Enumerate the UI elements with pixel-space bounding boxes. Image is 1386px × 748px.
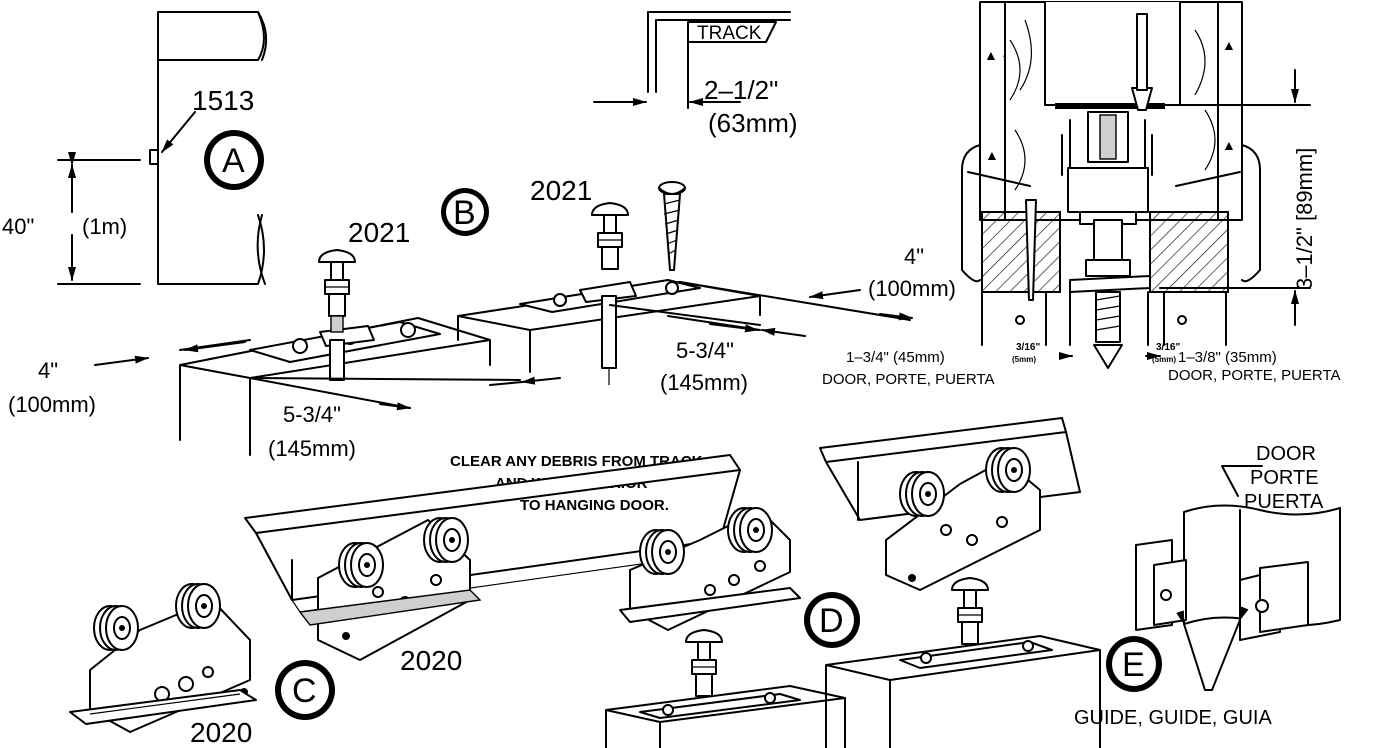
door-d-right <box>825 635 1101 748</box>
step-d: D <box>605 417 1101 748</box>
svg-text:▲: ▲ <box>1222 137 1236 153</box>
step-c: 2020 C 2020 <box>69 454 741 748</box>
right-gap-imperial: 3/16" <box>1156 342 1180 353</box>
track-d <box>819 417 1067 463</box>
trolley-d-loose <box>619 507 801 631</box>
right-door-caption: DOOR, PORTE, PUERTA <box>1168 367 1341 384</box>
part-label-2021-right: 2021 <box>530 175 592 206</box>
height-imperial: 40" <box>2 214 34 239</box>
track-offset-imperial: 2–1/2" <box>704 75 778 105</box>
trolley-loose <box>69 583 257 733</box>
trolley-mounted <box>298 517 482 661</box>
right-width-metric: (145mm) <box>660 370 748 395</box>
track-label: TRACK <box>697 23 762 44</box>
door-label-es: PUERTA <box>1244 491 1324 513</box>
step-a: 1513 A 40" (1m) <box>2 11 268 285</box>
left-gap-imperial: 3/16" <box>1016 342 1040 353</box>
right-depth-metric: (100mm) <box>868 276 956 301</box>
left-door-thickness: 1–3/4" (45mm) <box>846 349 945 366</box>
wood-screw <box>658 181 686 271</box>
right-door-thickness: 1–3/8" (35mm) <box>1178 349 1277 366</box>
svg-text:▲: ▲ <box>985 147 999 163</box>
right-hanger-bolt <box>591 202 629 270</box>
right-width-imperial: 5-3/4" <box>676 338 734 363</box>
door-label-fr: PORTE <box>1250 467 1319 489</box>
bumper-1513 <box>149 149 159 165</box>
step-b: B 2021 2021 <box>8 175 956 461</box>
step-letter-d: D <box>819 602 844 640</box>
left-door-caption: DOOR, PORTE, PUERTA <box>822 371 995 388</box>
track-offset-metric: (63mm) <box>708 108 798 138</box>
step-letter-a: A <box>222 142 245 180</box>
part-label-2021-left: 2021 <box>348 217 410 248</box>
step-e: DOOR PORTE PUERTA E GUIDE, GUIDE, GUIA <box>1074 443 1341 729</box>
guide-caption: GUIDE, GUIDE, GUIA <box>1074 707 1272 729</box>
left-depth-imperial: 4" <box>38 358 58 383</box>
svg-text:▲ ·: ▲ · <box>1222 37 1244 53</box>
track-label-box <box>687 21 777 43</box>
left-hanger-bolt <box>318 249 356 317</box>
left-width-imperial: 5-3/4" <box>283 402 341 427</box>
height-metric: (1m) <box>82 214 127 239</box>
right-depth-imperial: 4" <box>904 244 924 269</box>
section-door-right <box>1149 211 1229 293</box>
left-door-top <box>179 317 491 456</box>
door-label-en: DOOR <box>1256 443 1316 465</box>
door-d-left <box>605 685 846 748</box>
right-gap-metric: (5mm) <box>1152 355 1176 364</box>
part-label-2020-mounted: 2020 <box>400 645 462 676</box>
note-line-3: TO HANGING DOOR. <box>520 497 669 514</box>
step-letter-c: C <box>292 672 317 710</box>
step-letter-e: E <box>1122 646 1145 684</box>
part-label-2020-loose: 2020 <box>190 717 252 748</box>
track-offset-detail: TRACK 2–1/2" (63mm) <box>593 11 798 138</box>
left-width-metric: (145mm) <box>268 436 356 461</box>
left-depth-metric: (100mm) <box>8 392 96 417</box>
svg-text:▲ ·: ▲ · <box>984 47 1006 63</box>
part-label-1513: 1513 <box>192 85 254 116</box>
trolley-d-mounted <box>885 447 1041 591</box>
left-gap-metric: (5mm) <box>1012 355 1036 364</box>
step-letter-b: B <box>453 194 476 232</box>
section-view: ▲ · ▲ · ▲ ▲ <box>822 1 1341 388</box>
section-door-left <box>981 211 1061 293</box>
section-height: 3–1/2" [89mm] <box>1292 148 1317 290</box>
